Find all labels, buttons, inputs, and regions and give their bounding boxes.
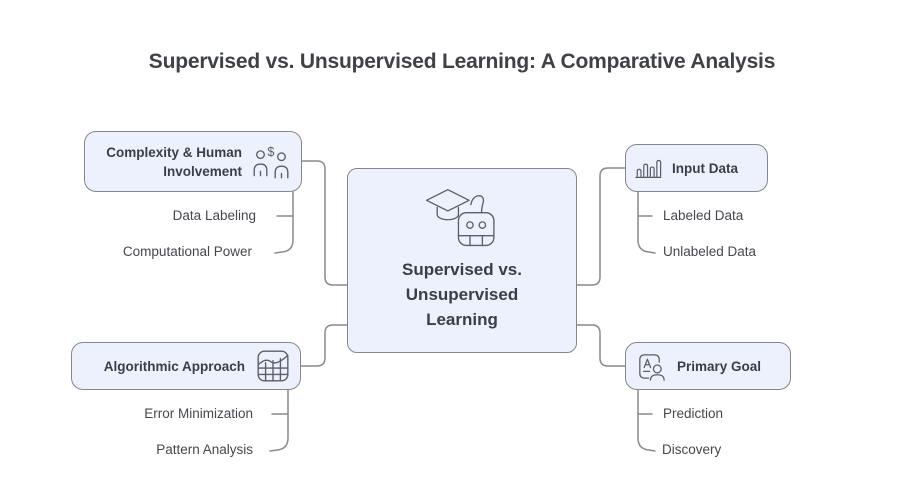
branch-node-input-data[interactable]: Input Data [625,144,768,192]
id-badge-person-icon [634,350,667,383]
child-item-error-minimization[interactable]: Error Minimization [144,406,253,421]
child-item-data-labeling[interactable]: Data Labeling [172,208,256,223]
people-dollar-icon: $ [250,144,292,180]
connector-primary-goal-children [637,389,656,452]
spreadsheet-trend-icon [255,348,291,384]
child-item-prediction[interactable]: Prediction [663,406,724,421]
bar-chart-icon [634,156,662,180]
child-item-labeled-data[interactable]: Labeled Data [663,208,744,223]
branch-label: Complexity & Human Involvement [106,144,242,179]
child-item-computational-power[interactable]: Computational Power [122,244,252,259]
child-item-discovery[interactable]: Discovery [662,442,722,457]
branch-label: Primary Goal [677,358,762,374]
branch-node-algorithmic[interactable]: Algorithmic Approach [71,342,301,390]
center-node[interactable]: Supervised vs. Unsupervised Learning [347,168,577,353]
connector-complexity [301,160,348,286]
connector-input-data [576,167,626,286]
svg-text:$: $ [267,145,274,159]
branch-label: Algorithmic Approach [103,358,245,374]
child-item-unlabeled-data[interactable]: Unlabeled Data [663,244,757,259]
connector-input-data-children [637,191,656,254]
connector-algorithmic [300,324,348,367]
page-title: Supervised vs. Unsupervised Learning: A … [148,50,776,73]
branch-label: Input Data [672,160,738,176]
branch-node-primary-goal[interactable]: Primary Goal [625,342,791,390]
branch-node-complexity[interactable]: Complexity & Human Involvement $ [84,131,302,192]
connector-algorithmic-children [269,389,289,452]
connector-primary-goal [576,324,626,367]
child-item-pattern-analysis[interactable]: Pattern Analysis [156,442,253,457]
center-node-label: Supervised vs. Unsupervised Learning [401,260,522,329]
connector-complexity-children [274,191,294,254]
graduation-cap-robot-icon [424,187,500,249]
